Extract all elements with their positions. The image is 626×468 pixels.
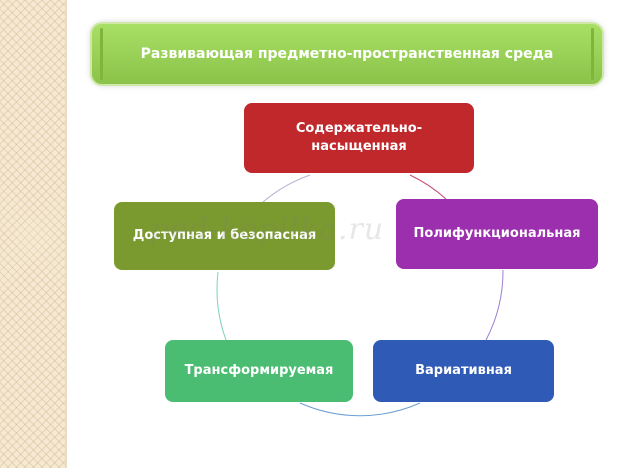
diagram-title: Развивающая предметно-пространственная с… (90, 22, 604, 86)
node-variable-label: Вариативная (415, 363, 512, 379)
ring-arc-right (485, 269, 504, 341)
watermark-text: ped-kopilka.ru (150, 212, 385, 247)
node-variable: Вариативная (373, 340, 554, 402)
node-content-rich-label: Содержательно- насыщенная (295, 121, 423, 154)
node-transformable-label: Трансформируемая (184, 363, 334, 379)
node-multifunctional: Полифункциональная (396, 199, 598, 269)
decorative-side-strip (0, 0, 67, 468)
ring-arc-top-right (409, 174, 447, 200)
ring-arc-bottom (299, 402, 421, 417)
node-content-rich: Содержательно- насыщенная (244, 103, 474, 173)
node-accessible-safe-label: Доступная и безопасная (132, 228, 317, 244)
node-multifunctional-label: Полифункциональная (413, 226, 581, 242)
ring-arc-left (216, 271, 227, 341)
node-accessible-safe: Доступная и безопасная (114, 202, 335, 270)
node-transformable: Трансформируемая (165, 340, 353, 402)
